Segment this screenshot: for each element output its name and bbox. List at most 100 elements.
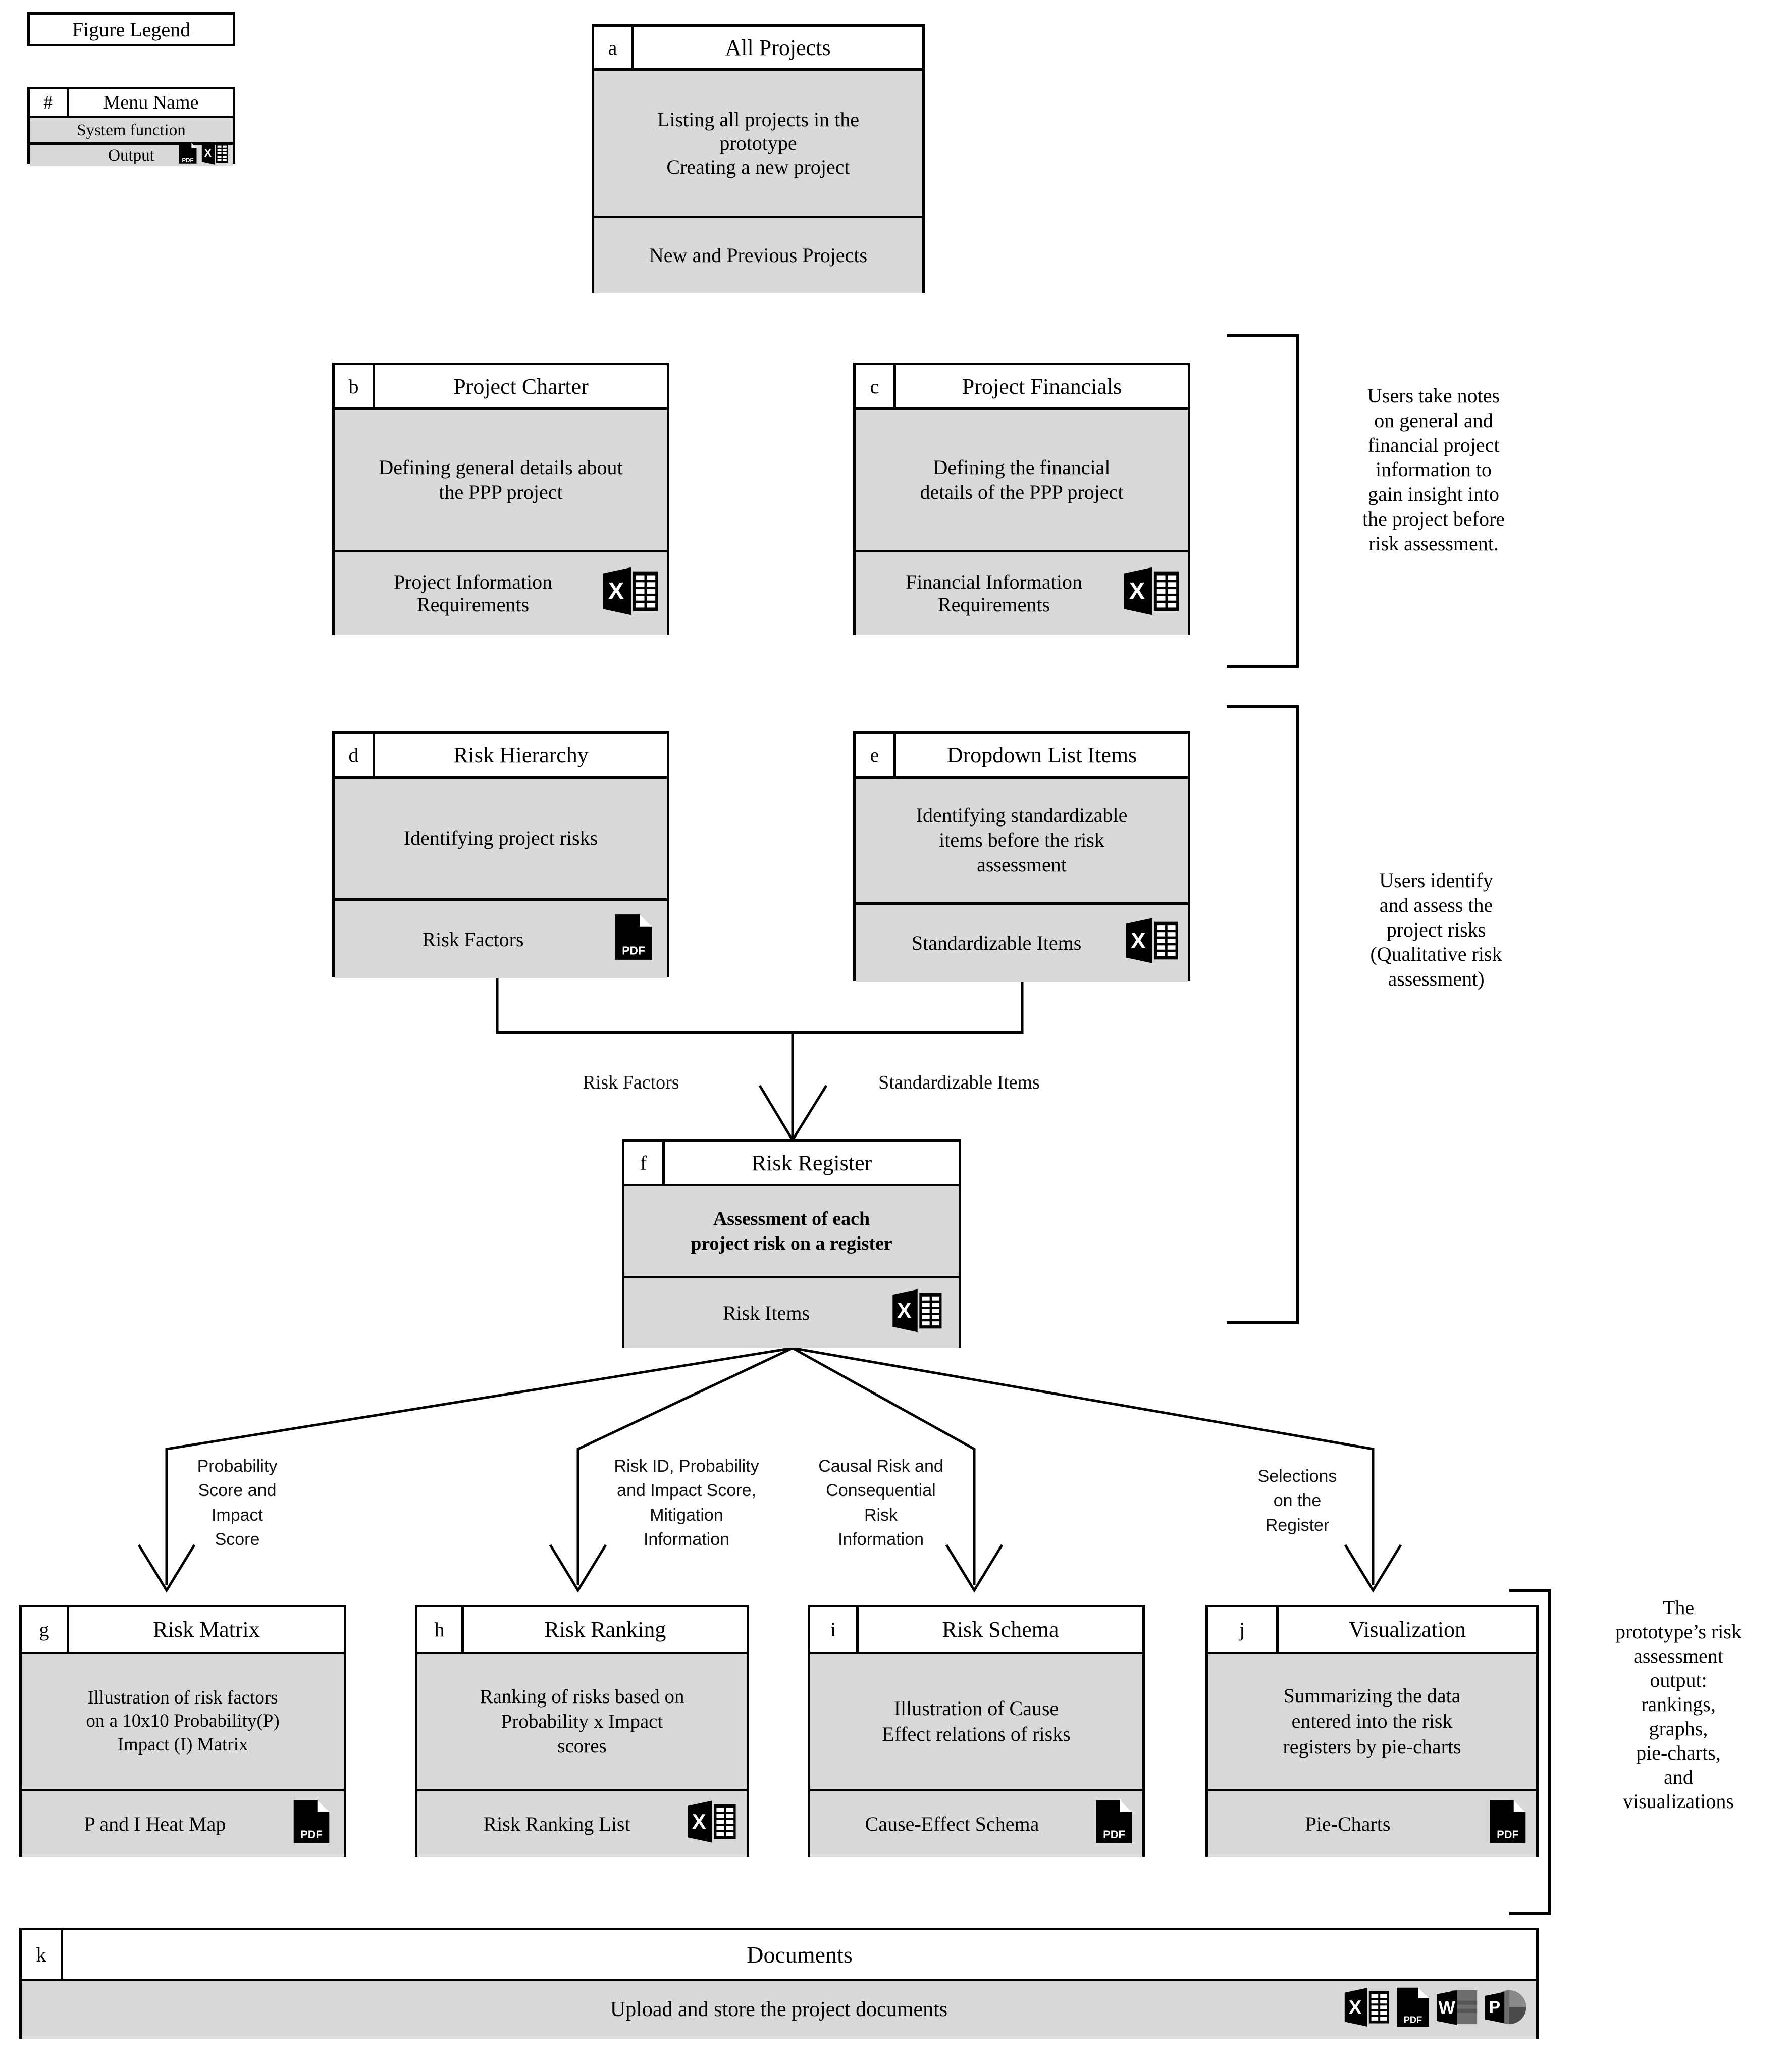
module-j-output-row: Pie-Charts PDF [1208, 1791, 1536, 1857]
module-f-header: f Risk Register [624, 1142, 959, 1186]
svg-text:X: X [692, 1810, 706, 1833]
module-j-title: Visualization [1349, 1617, 1466, 1642]
module-a-title: All Projects [725, 35, 831, 60]
module-b-header: b Project Charter [335, 365, 667, 410]
excel-icon: X [1121, 566, 1181, 622]
note-risk-assessment: Users identify and assess the project ri… [1370, 869, 1502, 991]
module-e-title: Dropdown List Items [946, 742, 1137, 767]
legend-system-function: System function [30, 118, 233, 145]
module-h-header: h Risk Ranking [417, 1607, 747, 1654]
module-d-title: Risk Hierarchy [453, 742, 589, 767]
module-card-i[interactable]: i Risk Schema Illustration of Cause Effe… [808, 1605, 1145, 1857]
module-i-output-row: Cause-Effect Schema PDF [810, 1791, 1142, 1857]
module-g-output-icons: PDF [290, 1797, 333, 1851]
svg-text:X: X [1131, 928, 1146, 953]
legend-output-label: Output [108, 146, 154, 165]
svg-text:PDF: PDF [1404, 2015, 1422, 2025]
module-d-description: Identifying project risks [335, 779, 667, 901]
module-f-description: Assessment of each project risk on a reg… [624, 1186, 959, 1278]
module-c-output-row: Financial Information Requirements X [856, 552, 1188, 635]
module-i-header: i Risk Schema [810, 1607, 1142, 1654]
module-k-title: Documents [747, 1941, 853, 1968]
module-card-c[interactable]: c Project Financials Defining the financ… [853, 363, 1190, 635]
module-k-output-icons: X PDF W P [1342, 1986, 1527, 2035]
module-d-index: d [335, 734, 375, 776]
legend-menu-name: Menu Name [103, 92, 199, 113]
module-g-output-label: P and I Heat Map [84, 1812, 226, 1835]
module-k-output-row: Upload and store the project documents X… [22, 1981, 1536, 2039]
module-a-output-row: New and Previous Projects [594, 218, 922, 293]
excel-icon: X [600, 566, 660, 622]
module-h-output-row: Risk Ranking List X [417, 1791, 747, 1857]
connector-label-risk-factors: Risk Factors [583, 1072, 679, 1093]
svg-text:PDF: PDF [182, 158, 194, 164]
module-f-title: Risk Register [751, 1150, 872, 1175]
svg-text:X: X [1129, 578, 1145, 605]
module-a-index: a [594, 27, 634, 68]
legend-card: # Menu Name System function Output PDF X [27, 87, 235, 166]
module-card-g[interactable]: g Risk Matrix Illustration of risk facto… [19, 1605, 346, 1857]
module-e-description: Identifying standardizable items before … [856, 779, 1188, 905]
svg-text:PDF: PDF [1497, 1828, 1519, 1841]
pdf-icon: PDF [1394, 1986, 1432, 2035]
module-b-index: b [335, 365, 375, 407]
module-e-header: e Dropdown List Items [856, 734, 1188, 779]
module-e-output-icons: X [1123, 916, 1180, 970]
module-k-output-label: Upload and store the project documents [610, 1998, 948, 2022]
module-card-a[interactable]: a All Projects Listing all projects in t… [592, 24, 925, 293]
module-k-header: k Documents [22, 1930, 1536, 1981]
module-i-index: i [810, 1607, 859, 1652]
module-a-header: a All Projects [594, 27, 922, 71]
module-d-output-label: Risk Factors [422, 927, 524, 951]
module-c-description: Defining the financial details of the PP… [856, 410, 1188, 552]
module-card-e[interactable]: e Dropdown List Items Identifying standa… [853, 731, 1190, 982]
connector-label-probability-impact: Probability Score and Impact Score [197, 1457, 278, 1549]
module-card-h[interactable]: h Risk Ranking Ranking of risks based on… [415, 1605, 749, 1857]
module-g-title: Risk Matrix [153, 1617, 260, 1642]
connector-label-selections-register: Selections on the Register [1257, 1467, 1337, 1535]
module-h-index: h [417, 1607, 464, 1652]
module-card-f[interactable]: f Risk Register Assessment of each proje… [622, 1139, 961, 1348]
module-b-output-label: Project Information Requirements [393, 571, 553, 616]
module-d-output-icons: PDF [611, 912, 656, 967]
excel-icon: X [1123, 916, 1180, 970]
module-c-index: c [856, 365, 896, 407]
svg-text:PDF: PDF [300, 1828, 323, 1841]
module-a-output-label: New and Previous Projects [649, 243, 868, 267]
module-j-output-label: Pie-Charts [1305, 1812, 1391, 1835]
module-g-index: g [22, 1607, 69, 1652]
svg-text:PDF: PDF [622, 944, 645, 957]
module-card-j[interactable]: j Visualization Summarizing the data ent… [1205, 1605, 1539, 1857]
pdf-icon: PDF [1487, 1797, 1529, 1851]
module-d-output-row: Risk Factors PDF [335, 901, 667, 978]
excel-icon: X [1342, 1986, 1391, 2034]
module-c-header: c Project Financials [856, 365, 1188, 410]
excel-icon: X [890, 1287, 943, 1339]
module-card-b[interactable]: b Project Charter Defining general detai… [332, 363, 669, 635]
module-g-header: g Risk Matrix [22, 1607, 344, 1654]
pdf-icon: PDF [1093, 1797, 1135, 1851]
module-h-output-icons: X [685, 1799, 737, 1849]
module-e-index: e [856, 734, 896, 776]
module-h-description: Ranking of risks based on Probability x … [417, 1654, 747, 1791]
module-i-description: Illustration of Cause Effect relations o… [810, 1654, 1142, 1791]
module-card-k[interactable]: k Documents Upload and store the project… [19, 1928, 1539, 2039]
svg-text:PDF: PDF [1103, 1828, 1125, 1841]
module-j-description: Summarizing the data entered into the ri… [1208, 1654, 1536, 1791]
svg-text:X: X [204, 147, 212, 159]
module-card-d[interactable]: d Risk Hierarchy Identifying project ris… [332, 731, 669, 978]
powerpoint-icon: P [1483, 1986, 1527, 2035]
figure-legend-title: Figure Legend [27, 12, 235, 46]
module-f-output-icons: X [890, 1287, 943, 1339]
module-g-output-row: P and I Heat Map PDF [22, 1791, 344, 1857]
module-e-output-row: Standardizable Items X [856, 905, 1188, 982]
module-f-output-row: Risk Items X [624, 1278, 959, 1348]
module-b-output-icons: X [600, 566, 660, 622]
module-b-output-row: Project Information Requirements X [335, 552, 667, 635]
module-c-output-icons: X [1121, 566, 1181, 622]
module-b-title: Project Charter [453, 374, 589, 399]
module-d-header: d Risk Hierarchy [335, 734, 667, 779]
pdf-icon: PDF [176, 142, 199, 170]
module-i-title: Risk Schema [942, 1617, 1059, 1642]
